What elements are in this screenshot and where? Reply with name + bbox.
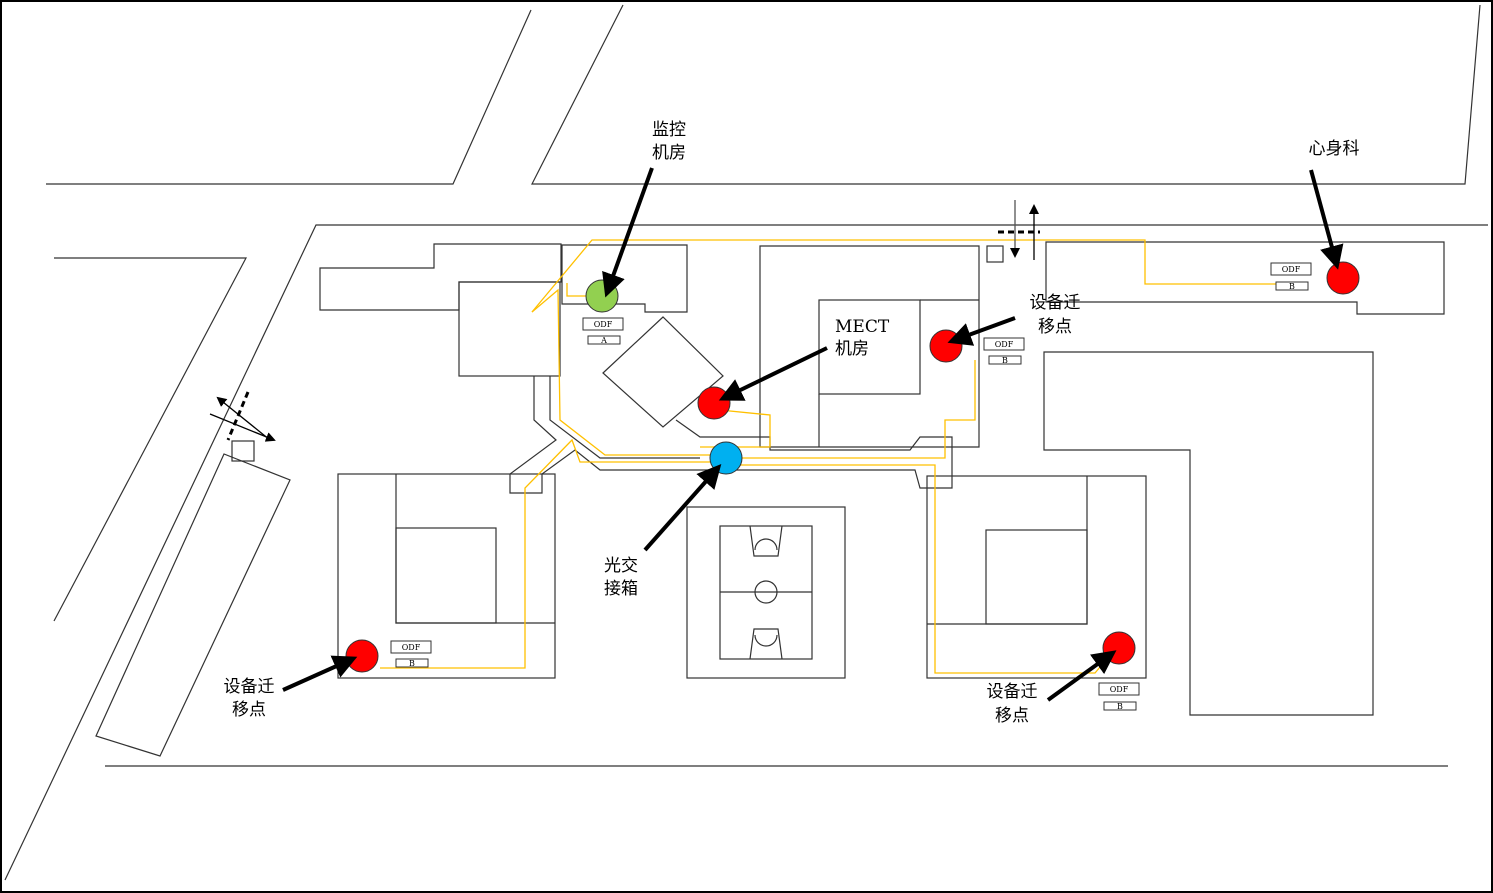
label-splice-box: 光交 接箱 <box>604 556 638 599</box>
odf-label: ODF <box>1282 265 1301 274</box>
monitor-room-marker <box>585 279 619 313</box>
label-line: 设备迁 <box>224 677 275 697</box>
label-line: 移点 <box>232 700 266 720</box>
odf-port: B <box>1289 282 1295 291</box>
label-line: 移点 <box>995 706 1029 726</box>
relocation-point-right <box>1102 631 1136 665</box>
odf-top: ODF B <box>983 337 1025 365</box>
label-relocation-right: 设备迁 移点 <box>987 682 1038 726</box>
label-line: 设备迁 <box>987 682 1038 702</box>
label-mect-room: MECT 机房 <box>835 317 890 359</box>
odf-right: ODF B <box>1098 682 1140 711</box>
mect-room-marker <box>697 386 731 420</box>
odf-monitor: ODF A <box>582 317 624 345</box>
label-line: 设备迁 <box>1030 293 1081 313</box>
odf-port: B <box>1002 356 1008 365</box>
label-psych-dept: 心身科 <box>1309 139 1360 159</box>
odf-port: B <box>409 659 415 668</box>
label-line: 接箱 <box>604 579 638 599</box>
odf-port: A <box>600 336 607 345</box>
fiber-routes <box>380 239 1276 674</box>
label-line: 机房 <box>652 143 686 163</box>
roads <box>4 4 1488 881</box>
label-line: MECT <box>835 317 890 337</box>
odf-port: B <box>1117 702 1123 711</box>
label-relocation-left: 设备迁 移点 <box>224 677 275 720</box>
relocation-point-left <box>345 639 379 673</box>
odf-label: ODF <box>1110 685 1129 694</box>
odf-label: ODF <box>995 340 1014 349</box>
label-line: 光交 <box>604 556 638 576</box>
bidirectional-arrow-icon <box>209 391 276 442</box>
label-monitor-room: 监控 机房 <box>652 120 686 163</box>
relocation-point-top <box>929 329 963 363</box>
odf-label: ODF <box>402 643 421 652</box>
buildings <box>95 241 1445 757</box>
label-relocation-top: 设备迁 移点 <box>1030 293 1081 337</box>
psych-dept-marker <box>1326 261 1360 295</box>
odf-psych: ODF B <box>1270 262 1312 291</box>
label-line: 移点 <box>1038 317 1072 337</box>
odf-left: ODF B <box>390 640 432 668</box>
odf-label: ODF <box>594 320 613 329</box>
bidirectional-arrow-icon <box>998 200 1040 260</box>
label-line: 监控 <box>652 120 686 140</box>
pointer-arrow-icon <box>282 167 1344 702</box>
label-line: 机房 <box>835 339 869 359</box>
